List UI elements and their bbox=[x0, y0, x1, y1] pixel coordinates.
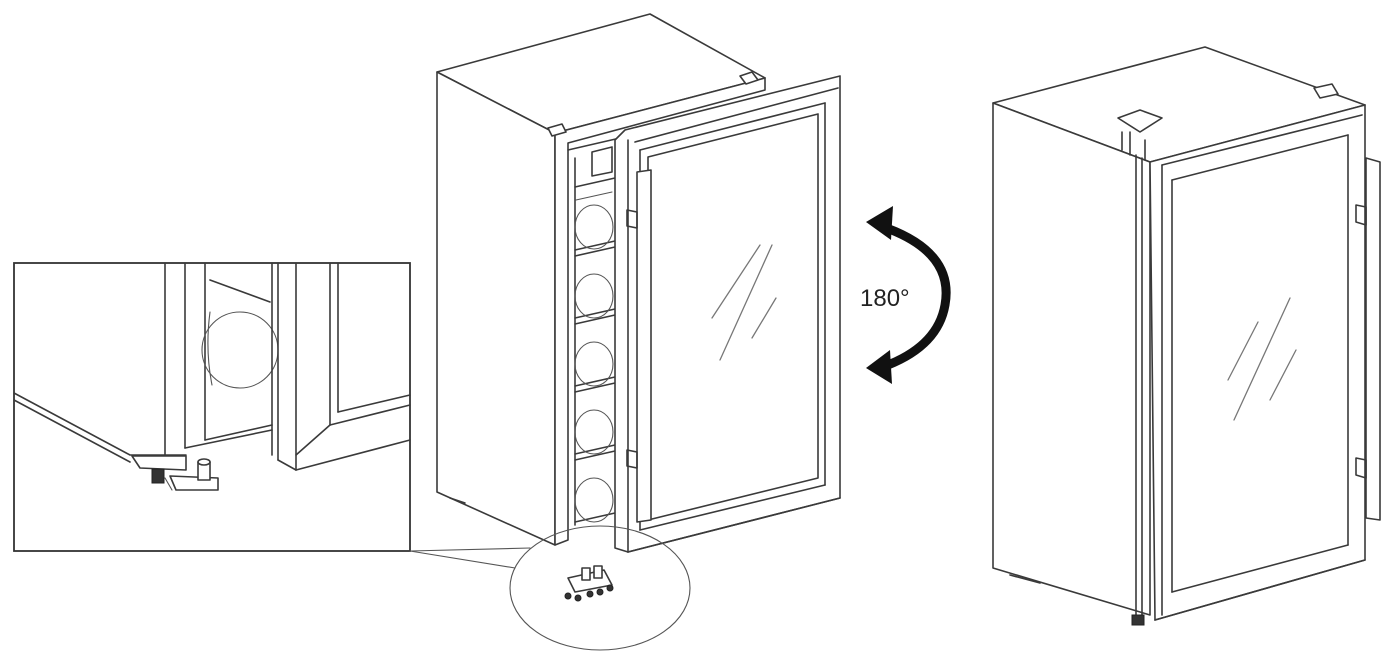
hinge-parts-icon bbox=[564, 565, 614, 602]
hinge-callout-circle bbox=[509, 525, 691, 651]
rotation-arrow-icon bbox=[866, 206, 951, 384]
wine-rack bbox=[574, 177, 616, 523]
callout-line bbox=[409, 550, 516, 569]
wine-cooler-before bbox=[436, 13, 841, 651]
wine-cooler-after bbox=[992, 46, 1381, 626]
hinge-detail-inset bbox=[13, 262, 411, 552]
glass-door bbox=[614, 75, 841, 553]
rotation-angle-label: 180° bbox=[860, 285, 910, 312]
bottom-hinge-icon bbox=[131, 455, 219, 491]
